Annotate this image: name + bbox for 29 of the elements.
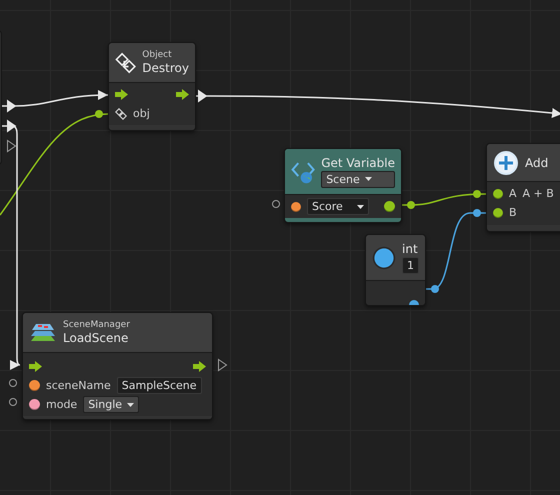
node-category: Object xyxy=(142,50,173,60)
node-card xyxy=(108,42,196,131)
node-card xyxy=(284,148,402,223)
node-card xyxy=(486,143,560,232)
connector xyxy=(196,95,560,118)
node-title: LoadScene xyxy=(63,331,130,345)
connector xyxy=(2,90,108,107)
node-category: SceneManager xyxy=(63,320,130,330)
dropdown: Single xyxy=(83,396,140,413)
value-field: 1 xyxy=(402,256,419,274)
port-label: B xyxy=(509,206,517,219)
dropdown-field: Score xyxy=(307,198,369,215)
dropdown: Scene xyxy=(321,170,395,188)
text-field: SampleScene xyxy=(116,377,202,394)
connector xyxy=(402,190,486,209)
port-label: A xyxy=(509,187,517,200)
node-card xyxy=(365,234,426,306)
connector xyxy=(426,209,486,293)
connector xyxy=(2,125,20,369)
node-title: Get Variable xyxy=(321,156,395,170)
port-label: sceneName xyxy=(46,379,111,392)
node-title: Add xyxy=(525,156,548,170)
output-label: A + B xyxy=(522,187,554,200)
node-title: Destroy xyxy=(142,61,189,75)
port-label: obj xyxy=(133,107,150,120)
port-label: mode xyxy=(46,398,78,411)
node-card xyxy=(22,312,213,420)
connector xyxy=(0,110,108,216)
node-title: int xyxy=(402,242,419,256)
